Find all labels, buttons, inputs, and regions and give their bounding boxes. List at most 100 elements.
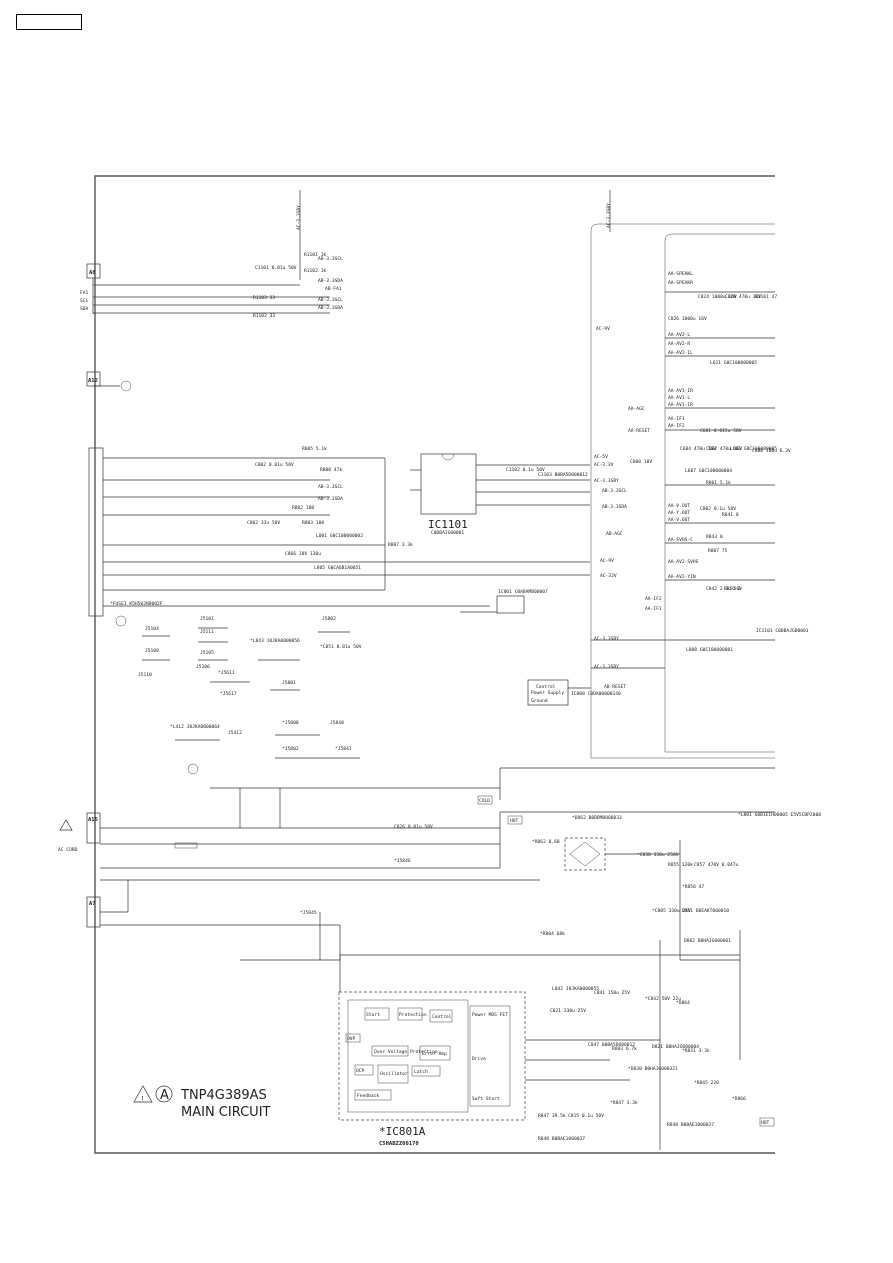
svg-text:Feedback: Feedback bbox=[357, 1093, 379, 1099]
svg-text:Soft Start: Soft Start bbox=[472, 1096, 500, 1102]
svg-text:AC-3.3SBY: AC-3.3SBY bbox=[594, 636, 619, 642]
svg-text:AA-AV1-IR: AA-AV1-IR bbox=[668, 388, 693, 394]
svg-text:R1102 33: R1102 33 bbox=[253, 313, 275, 319]
svg-text:*J5800: *J5800 bbox=[282, 720, 299, 726]
svg-text:Control: Control bbox=[432, 1014, 452, 1020]
right-subframe-inner bbox=[664, 233, 775, 753]
svg-text:SDA: SDA bbox=[80, 306, 89, 312]
svg-text:AA-RESET: AA-RESET bbox=[628, 428, 650, 434]
rail-label: AC-3.3SBY bbox=[606, 203, 612, 228]
svg-text:AA-Y.OUT: AA-Y.OUT bbox=[668, 510, 690, 516]
svg-text:AA-V.OUT: AA-V.OUT bbox=[668, 517, 690, 523]
svg-text:SCL: SCL bbox=[80, 298, 89, 304]
svg-text:J5801: J5801 bbox=[282, 680, 296, 686]
svg-text:AC-3.3SBY: AC-3.3SBY bbox=[594, 664, 619, 670]
schematic-frame bbox=[94, 175, 775, 1154]
svg-text:R843 0: R843 0 bbox=[706, 534, 723, 540]
warning-circle bbox=[155, 1085, 173, 1103]
svg-text:R802 100: R802 100 bbox=[292, 505, 314, 511]
svg-text:R805 5.1k: R805 5.1k bbox=[302, 446, 327, 452]
svg-text:C866 10V 130u: C866 10V 130u bbox=[285, 551, 321, 557]
svg-text:*C842 50V 22u: *C842 50V 22u bbox=[645, 996, 681, 1002]
svg-text:AB-FA1: AB-FA1 bbox=[325, 286, 342, 292]
rail-label: AC-3.3SBY bbox=[296, 205, 302, 230]
connector-label: A15 bbox=[88, 817, 98, 823]
svg-text:AA-IF2: AA-IF2 bbox=[645, 596, 662, 602]
svg-text:*C851 0.01u 50V: *C851 0.01u 50V bbox=[320, 644, 362, 650]
svg-text:AA-AV1-IR: AA-AV1-IR bbox=[668, 402, 693, 408]
svg-text:AA-IF1: AA-IF1 bbox=[645, 606, 662, 612]
svg-text:J5111: J5111 bbox=[200, 629, 214, 635]
svg-text:AB-3.3SDA: AB-3.3SDA bbox=[602, 504, 627, 510]
svg-text:*R831 3.3k: *R831 3.3k bbox=[682, 1048, 710, 1054]
svg-text:AA-AV2-L: AA-AV2-L bbox=[668, 332, 690, 338]
svg-text:L607 G0C100000004: L607 G0C100000004 bbox=[685, 468, 732, 474]
svg-text:J5110: J5110 bbox=[138, 672, 152, 678]
svg-text:AB-3.3SCL: AB-3.3SCL bbox=[318, 297, 343, 303]
svg-text:C800 100u 6.3V: C800 100u 6.3V bbox=[752, 448, 791, 454]
svg-text:IC801 C0ABAMB00007: IC801 C0ABAMB00007 bbox=[498, 589, 548, 595]
svg-text:Over Voltage Protection: Over Voltage Protection bbox=[374, 1049, 438, 1055]
svg-text:Ground: Ground bbox=[531, 698, 548, 704]
svg-text:R1102 1k: R1102 1k bbox=[304, 268, 326, 274]
svg-text:Control: Control bbox=[536, 684, 556, 690]
svg-text:AA-AV2-R: AA-AV2-R bbox=[668, 341, 690, 347]
ic801a-part: C5HABZZ00170 bbox=[379, 1141, 419, 1147]
svg-text:R3101 47: R3101 47 bbox=[755, 294, 777, 300]
svg-text:AA-AGC: AA-AGC bbox=[628, 406, 645, 412]
svg-text:J5840: J5840 bbox=[330, 720, 344, 726]
svg-text:*FUSE1 K5H502N0002F: *FUSE1 K5H502N0002F bbox=[110, 601, 163, 607]
ac-cord-label: AC CORD bbox=[58, 847, 78, 853]
svg-text:Error Amp: Error Amp bbox=[422, 1051, 447, 1057]
svg-text:AB-RESET: AB-RESET bbox=[604, 684, 626, 690]
svg-text:D862 B0HAJG000061: D862 B0HAJG000061 bbox=[684, 938, 731, 944]
svg-text:*L801 G0B1EIH00005 E5V5CBP2008: *L801 G0B1EIH00005 E5V5CBP2008 bbox=[738, 812, 821, 818]
svg-text:C802 0.01u 50V: C802 0.01u 50V bbox=[255, 462, 294, 468]
connector-label: A12 bbox=[88, 378, 98, 384]
svg-text:R807 75: R807 75 bbox=[708, 548, 728, 554]
svg-text:Start: Start bbox=[366, 1012, 380, 1018]
svg-text:FA1: FA1 bbox=[80, 290, 89, 296]
svg-text:J5108: J5108 bbox=[145, 648, 159, 654]
ic808-body bbox=[527, 679, 569, 706]
svg-text:AB-3.3SCL: AB-3.3SCL bbox=[318, 484, 343, 490]
bridge-rectifier bbox=[564, 837, 606, 871]
svg-text:C602 470u 16V: C602 470u 16V bbox=[706, 446, 742, 452]
svg-text:R803 6.7k: R803 6.7k bbox=[612, 1046, 637, 1052]
svg-text:*J5841: *J5841 bbox=[335, 746, 352, 752]
svg-text:Power MOS FET: Power MOS FET bbox=[472, 1012, 508, 1018]
svg-text:AA-AV1-L: AA-AV1-L bbox=[668, 395, 690, 401]
svg-text:C802 0.1u 50V: C802 0.1u 50V bbox=[700, 506, 736, 512]
svg-text:OCP: OCP bbox=[356, 1068, 365, 1074]
page-number-box bbox=[16, 14, 82, 30]
svg-text:C841 150u 25V: C841 150u 25V bbox=[594, 990, 630, 996]
svg-text:Protection: Protection bbox=[399, 1012, 427, 1018]
svg-text:J5412: J5412 bbox=[228, 730, 242, 736]
svg-text:L805 G0CA6B1A0051: L805 G0CA6B1A0051 bbox=[314, 565, 361, 571]
svg-text:R803 100: R803 100 bbox=[302, 520, 324, 526]
svg-text:HOT: HOT bbox=[510, 818, 519, 824]
svg-text:*J5617: *J5617 bbox=[220, 691, 237, 697]
svg-text:*D830 B0HAJG000321: *D830 B0HAJG000321 bbox=[628, 1066, 678, 1072]
svg-text:Power Supply: Power Supply bbox=[531, 690, 564, 696]
svg-text:C815 0.1u 50V: C815 0.1u 50V bbox=[568, 1113, 604, 1119]
connector-a8 bbox=[86, 263, 101, 279]
svg-text:AB-3.3SDA: AB-3.3SDA bbox=[318, 305, 343, 311]
svg-text:C857 470V 0.047u: C857 470V 0.047u bbox=[694, 862, 738, 868]
svg-text:*R862 0.68: *R862 0.68 bbox=[532, 839, 560, 845]
svg-text:AA-SVHS-C: AA-SVHS-C bbox=[668, 537, 693, 543]
ic801a-module bbox=[338, 991, 526, 1121]
svg-text:J5104: J5104 bbox=[145, 626, 159, 632]
svg-text:AC-9V: AC-9V bbox=[596, 326, 610, 332]
svg-text:AA-SPEAKR: AA-SPEAKR bbox=[668, 280, 693, 286]
svg-text:L001 G0C100000002: L001 G0C100000002 bbox=[316, 533, 363, 539]
svg-text:C604 470u 16V: C604 470u 16V bbox=[680, 446, 716, 452]
svg-text:AA-AV2-YIN: AA-AV2-YIN bbox=[668, 574, 696, 580]
svg-text:*D866: *D866 bbox=[732, 1096, 746, 1102]
svg-text:*J5802: *J5802 bbox=[282, 746, 299, 752]
svg-text:R855 120k: R855 120k bbox=[668, 862, 693, 868]
svg-text:R841 0: R841 0 bbox=[722, 512, 739, 518]
svg-text:R848 B0BAE1000037: R848 B0BAE1000037 bbox=[538, 1136, 585, 1142]
board-code: TNP4G389AS bbox=[180, 1088, 267, 1103]
